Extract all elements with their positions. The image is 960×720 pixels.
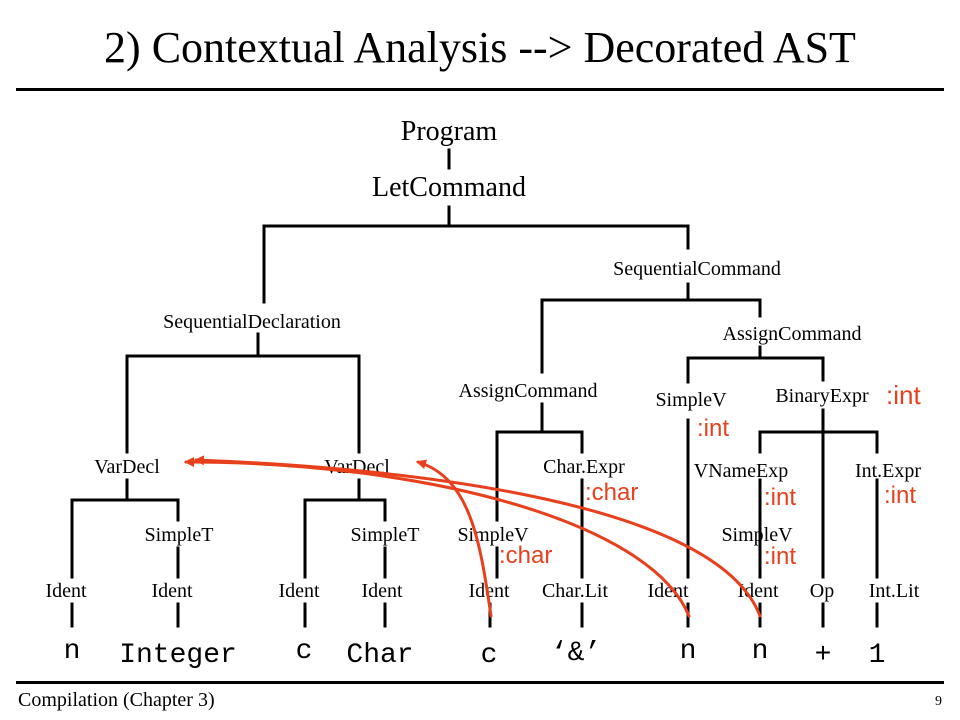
node-char-expr: Char.Expr [543, 456, 625, 478]
node-let-command: LetCommand [372, 172, 526, 203]
binding-arrows [184, 455, 762, 618]
node-ident-1: Ident [45, 580, 87, 602]
node-assign-command-left: AssignCommand [459, 380, 598, 402]
token-n-3: n [752, 636, 769, 667]
node-char-lit: Char.Lit [542, 580, 609, 602]
annotation-vname-exp-type: :int [764, 484, 796, 511]
token-c-1: c [296, 636, 313, 667]
node-program: Program [401, 116, 498, 147]
arrow-n-ident7-to-vardecl [194, 455, 762, 618]
node-assign-command-right: AssignCommand [723, 323, 862, 345]
token-char: Char [346, 640, 413, 671]
title-divider [16, 88, 944, 91]
node-binary-expr: BinaryExpr [775, 385, 869, 407]
slide-title: 2) Contextual Analysis --> Decorated AST [104, 23, 856, 72]
annotation-int-expr-type: :int [884, 482, 916, 509]
type-annotations: :int :int :char :char :int :int :int [499, 380, 921, 570]
token-integer: Integer [119, 640, 237, 671]
node-vname-exp: VNameExp [694, 460, 788, 482]
node-labels: Program LetCommand SequentialCommand Seq… [45, 116, 921, 602]
token-1: 1 [869, 640, 886, 671]
node-ident-3: Ident [278, 580, 320, 602]
node-op: Op [810, 580, 834, 602]
node-ident-5: Ident [468, 580, 510, 602]
footer-course-label: Compilation (Chapter 3) [18, 689, 215, 711]
node-int-expr: Int.Expr [855, 460, 921, 482]
node-sequential-command: SequentialCommand [613, 258, 781, 280]
annotation-simple-v-int-type: :int [764, 543, 796, 570]
annotation-char-expr-type: :char [585, 479, 638, 506]
annotation-simple-v-assign-type: :int [697, 415, 729, 442]
page-number: 9 [935, 694, 942, 709]
node-sequential-declaration: SequentialDeclaration [163, 311, 341, 333]
token-char-literal: ‘&’ [551, 638, 601, 669]
footer-divider [16, 681, 944, 684]
node-ident-2: Ident [151, 580, 193, 602]
node-ident-4: Ident [361, 580, 403, 602]
node-var-decl-1: VarDecl [94, 456, 160, 478]
source-tokens: n Integer c Char c ‘&’ n n + 1 [64, 636, 886, 671]
annotation-simple-v-char-type: :char [499, 542, 552, 569]
token-plus: + [815, 640, 832, 671]
arrow-c-to-vardecl [416, 459, 493, 618]
token-c-2: c [481, 640, 498, 671]
node-int-lit: Int.Lit [869, 580, 920, 602]
node-simple-v-2: SimpleV [721, 524, 793, 546]
token-n-2: n [680, 636, 697, 667]
node-simple-t-1: SimpleT [145, 524, 214, 546]
node-simple-t-2: SimpleT [351, 524, 420, 546]
node-simple-v-assign: SimpleV [655, 389, 727, 411]
token-n-1: n [64, 636, 81, 667]
annotation-binary-expr-type: :int [886, 380, 921, 410]
